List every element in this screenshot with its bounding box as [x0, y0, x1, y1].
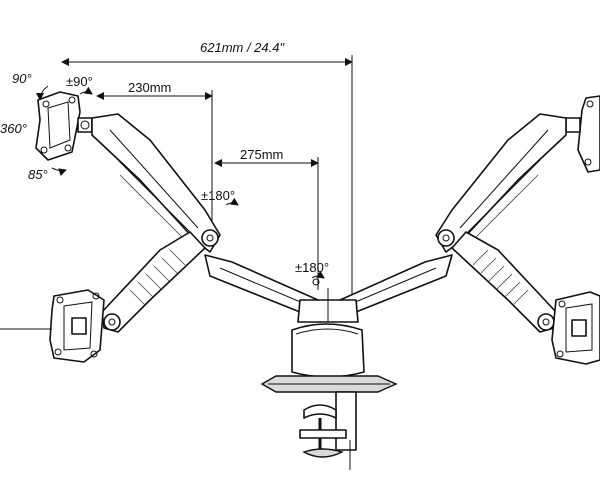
base-column: [291, 323, 365, 378]
lower-left-arm: [101, 231, 206, 333]
rotate-label: 360°: [0, 121, 27, 136]
vesa-plate-lower-right: [551, 291, 600, 365]
upper-left-arm: [91, 113, 221, 253]
tilt-down-label: 85°: [28, 167, 48, 182]
lower-right-arm: [451, 231, 557, 333]
base-plate: [260, 375, 398, 393]
base-swivel-label: ±180°: [295, 260, 329, 275]
desk-clamp: [299, 391, 357, 470]
overall-width-dimension: 621mm / 24.4": [61, 40, 353, 300]
tilt-up-label: 90°: [12, 71, 32, 86]
vesa-plate-upper-left: [35, 91, 93, 161]
upper-reach-dimension: 230mm: [96, 80, 213, 230]
center-hub: [297, 278, 359, 323]
elbow-swivel-label: ±180°: [201, 188, 235, 203]
lower-reach-label: 275mm: [240, 147, 283, 162]
vesa-plate-upper-right: [565, 95, 600, 173]
upper-right-arm: [435, 113, 567, 253]
upper-reach-label: 230mm: [128, 80, 171, 95]
overall-width-label: 621mm / 24.4": [200, 40, 285, 55]
lower-reach-dimension: 275mm: [214, 147, 319, 290]
vesa-swivel-label: ±90°: [66, 74, 93, 89]
vesa-plate-lower-left: [0, 289, 105, 363]
